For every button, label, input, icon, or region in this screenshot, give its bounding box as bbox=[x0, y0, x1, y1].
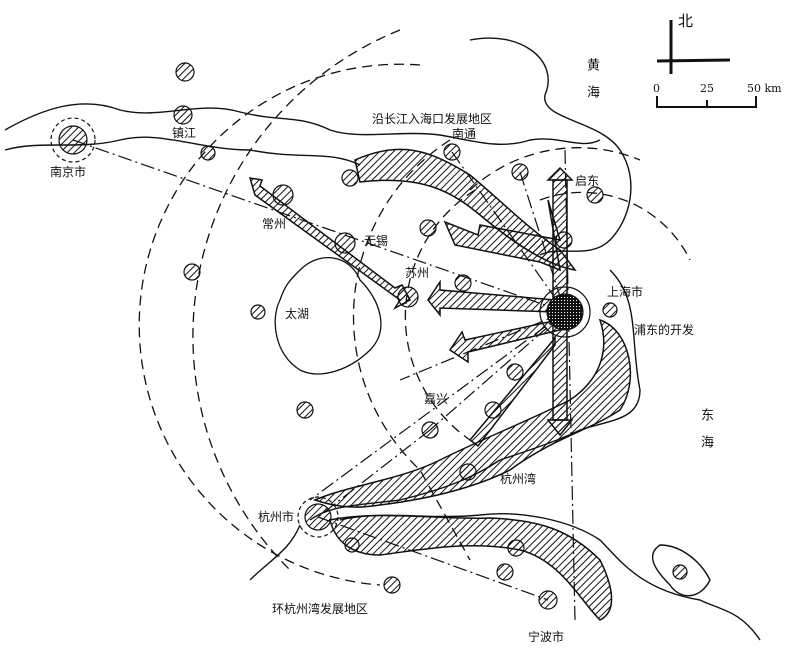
city-label-shanghai: 上海市 bbox=[607, 285, 644, 299]
city-label-wuxi: 无锡 bbox=[364, 234, 389, 248]
city-label-zhenjiang: 镇江 bbox=[172, 126, 197, 140]
city-label-ningbo: 宁波市 bbox=[528, 630, 565, 644]
yangtze-region-label: 沿长江入海口发展地区 bbox=[372, 112, 493, 126]
city-label-hangzhou: 杭州市 bbox=[258, 510, 295, 524]
taihu-label: 太湖 bbox=[285, 307, 310, 321]
urban-belts bbox=[312, 148, 632, 621]
city-label-nantong: 南通 bbox=[452, 127, 477, 141]
east-sea-label: 东海 bbox=[698, 408, 713, 462]
scale-bar bbox=[656, 96, 757, 108]
city-label-nanjing: 南京市 bbox=[50, 165, 87, 179]
city-label-jiaxing: 嘉兴 bbox=[424, 392, 449, 406]
scale-mid: 25 bbox=[700, 82, 714, 95]
north-arrow-icon bbox=[656, 20, 731, 74]
city-label-changzhou: 常州 bbox=[262, 217, 287, 231]
scale-end: 50 km bbox=[747, 82, 782, 95]
pudong-label: 浦东的开发 bbox=[634, 323, 695, 337]
yellow-sea-label: 黄海 bbox=[584, 58, 599, 112]
city-markers bbox=[50, 62, 688, 610]
scale-zero: 0 bbox=[653, 82, 660, 95]
north-label: 北 bbox=[678, 12, 694, 30]
city-label-qidong: 启东 bbox=[575, 174, 600, 188]
hangzhou-bay-label: 杭州湾 bbox=[500, 472, 537, 486]
hangzhou-bay-region-label: 环杭州湾发展地区 bbox=[272, 602, 369, 616]
taihu-lake bbox=[274, 257, 382, 375]
city-label-suzhou: 苏州 bbox=[405, 266, 430, 280]
